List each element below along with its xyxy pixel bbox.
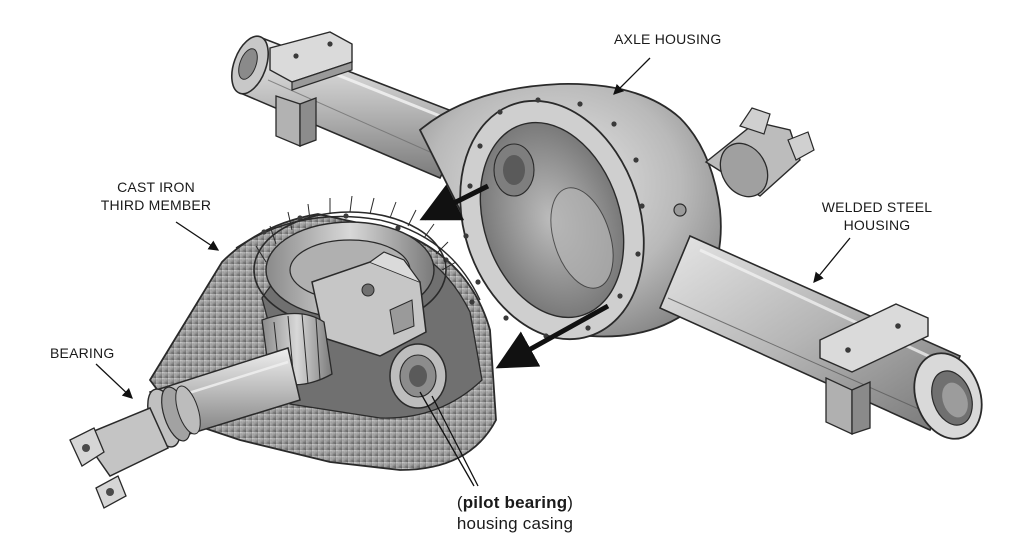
leader-bearing	[95, 363, 133, 399]
leader-cast-iron	[175, 221, 220, 251]
assembly-arrow-lower	[495, 303, 610, 369]
label-welded-line2: HOUSING	[843, 217, 911, 233]
label-pilot-bearing-housing: (pilot bearing) housing casing	[430, 492, 600, 534]
axle-housing	[230, 31, 983, 440]
label-pilot-bold: pilot bearing	[462, 493, 568, 512]
leader-lines	[95, 57, 851, 487]
label-cast-iron-line1: CAST IRON	[117, 179, 195, 195]
differential-carrier	[311, 251, 427, 357]
label-cast-iron-third-member: CAST IRON THIRD MEMBER	[92, 178, 220, 214]
leader-pilot-bearing	[419, 391, 475, 487]
rear-yoke	[704, 107, 815, 198]
flange-bolt-holes	[463, 97, 645, 339]
label-cast-iron-line2: THIRD MEMBER	[100, 197, 212, 213]
leader-welded-steel	[813, 237, 851, 284]
right-spring-perch	[819, 303, 929, 436]
label-welded-line1: WELDED STEEL	[821, 199, 933, 215]
label-bearing: BEARING	[50, 345, 115, 361]
label-pilot-line1: (pilot bearing)	[456, 493, 574, 512]
pilot-bearing	[389, 343, 447, 409]
third-member	[69, 195, 497, 509]
label-pilot-line2: housing casing	[456, 514, 574, 533]
label-welded-steel-housing: WELDED STEEL HOUSING	[812, 198, 942, 234]
assembly-arrows	[419, 183, 610, 369]
fill-plug	[673, 203, 687, 217]
assembly-arrow-upper	[419, 183, 490, 221]
left-spring-perch	[269, 31, 353, 147]
pinion-yoke	[69, 407, 169, 509]
leader-axle-housing	[613, 57, 651, 95]
label-axle-housing: AXLE HOUSING	[614, 31, 722, 47]
